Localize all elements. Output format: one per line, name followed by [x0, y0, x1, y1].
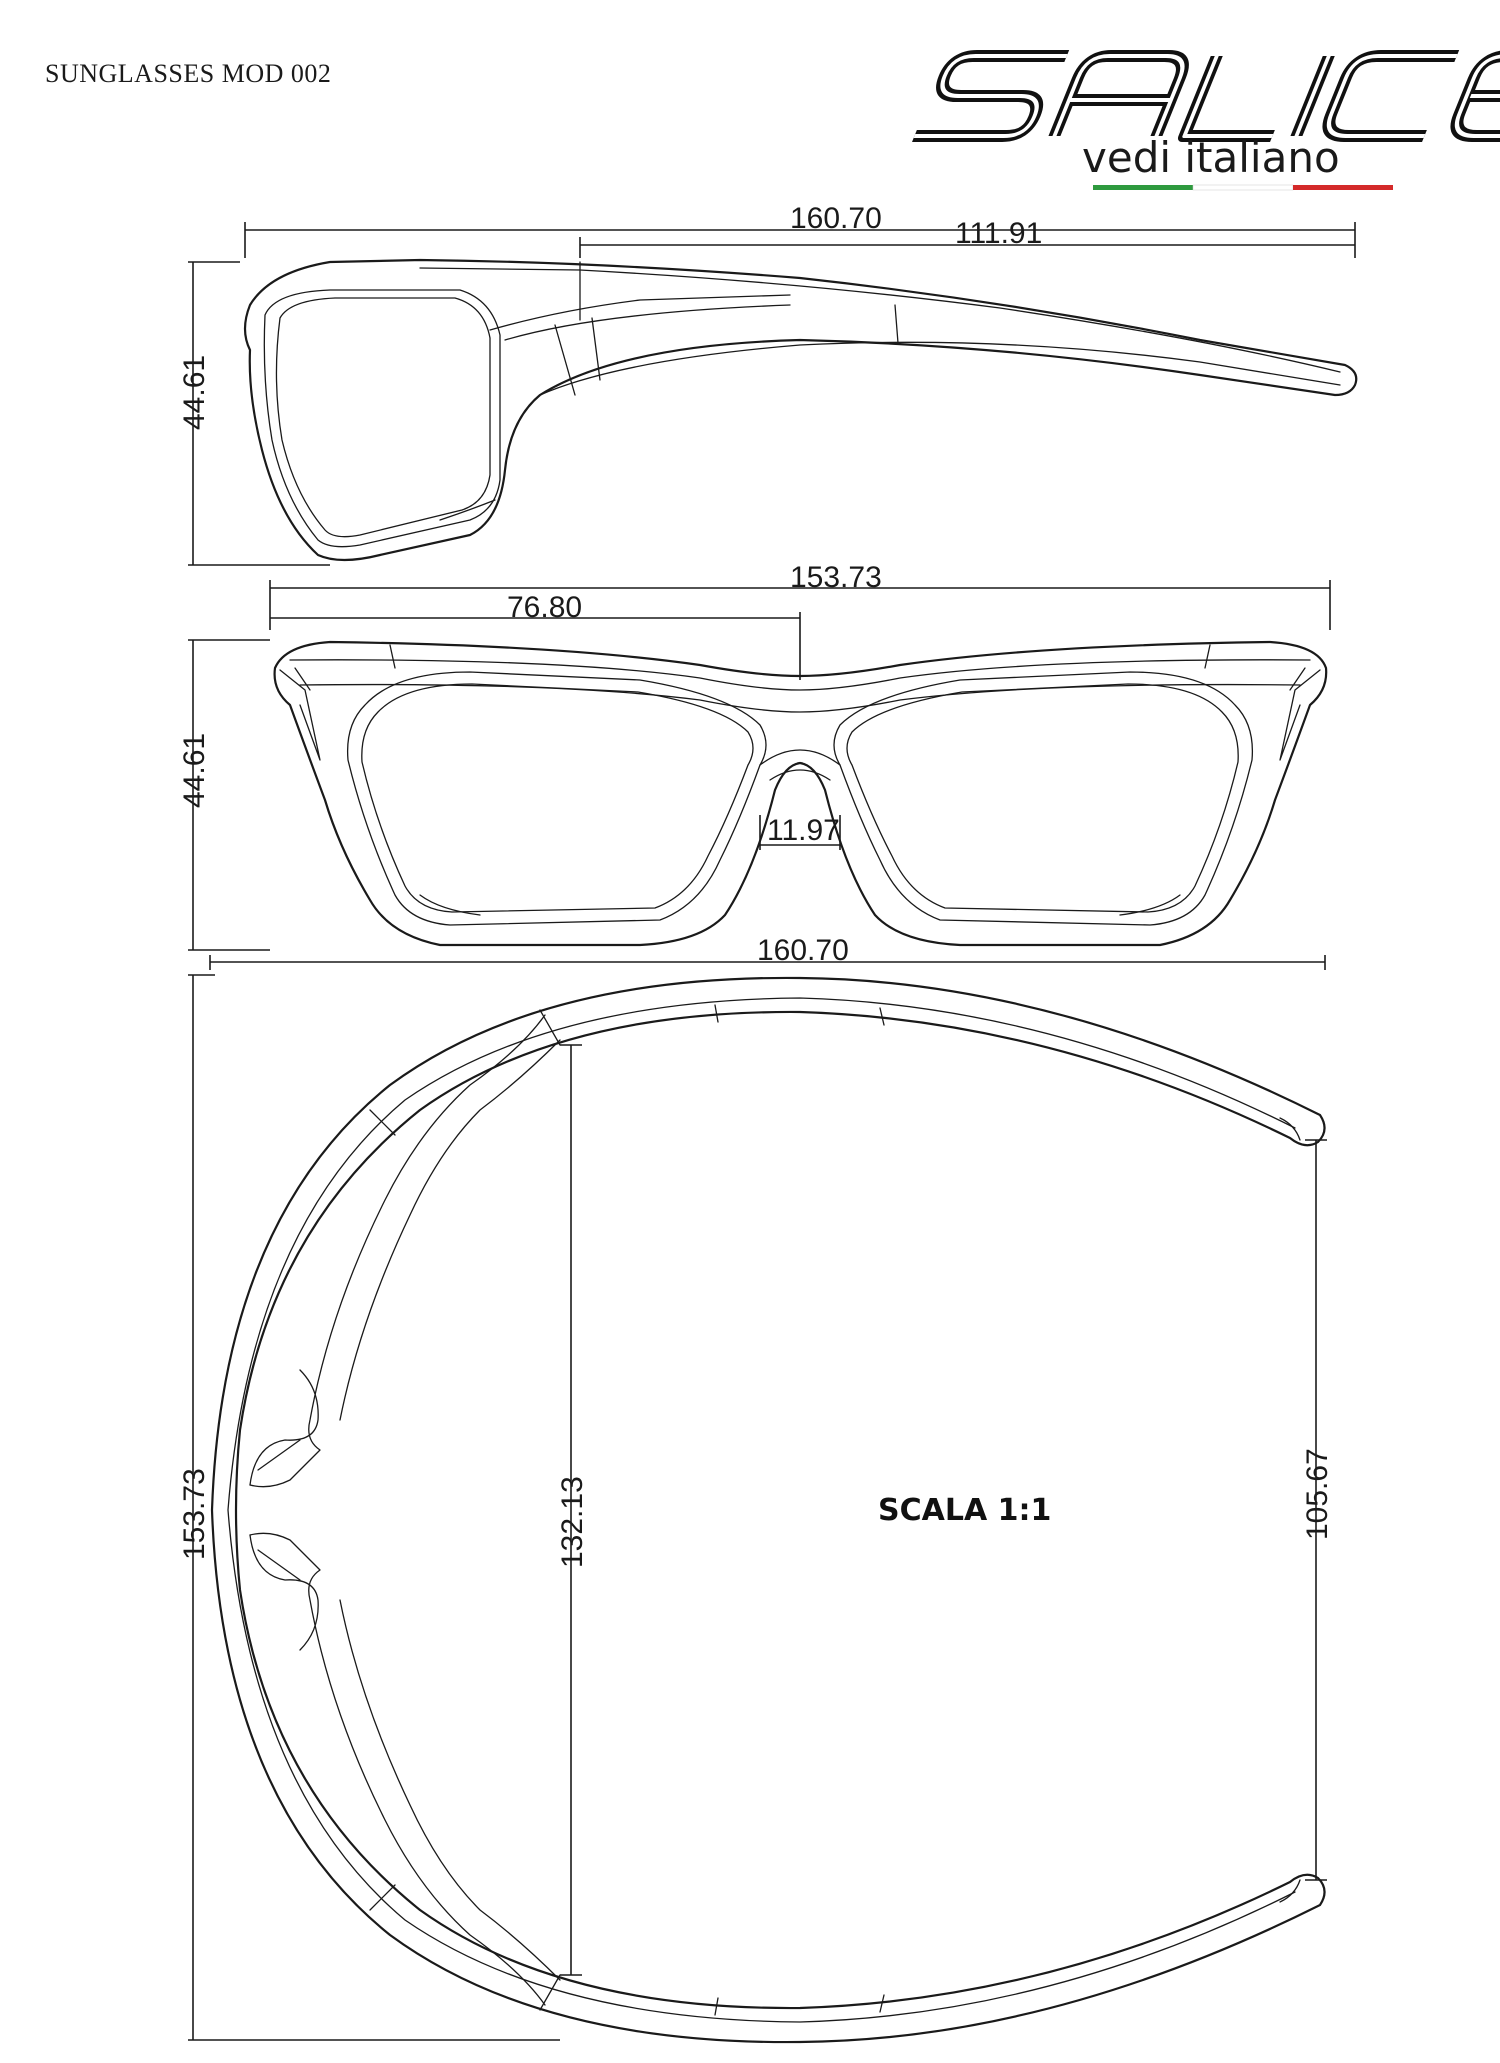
front-bridge-width: 11.97	[767, 814, 840, 847]
top-depth: 153.73	[178, 1468, 211, 1560]
flag-stripe-red	[1293, 185, 1393, 190]
side-view-dimensions	[188, 222, 1356, 566]
right-lens	[833, 671, 1254, 926]
scale-note: SCALA 1:1	[878, 1493, 1051, 1528]
flag-stripe-white	[1192, 184, 1294, 191]
top-view: 153.73 132.13 105.67 SCALA 1:1	[178, 974, 1334, 2044]
front-frame-outline	[273, 640, 1328, 947]
flag-stripe-green	[1093, 185, 1193, 190]
top-temple-span: 105.67	[1301, 1448, 1334, 1540]
side-height: 44.61	[178, 355, 211, 430]
front-view-dimensions	[188, 580, 1331, 970]
side-overall-length: 160.70	[790, 202, 882, 235]
side-frame-outline	[243, 258, 1358, 562]
front-view: 153.73 76.80 44.61 11.97 160.70	[178, 561, 1331, 970]
left-lens	[346, 671, 767, 926]
top-view-dimensions	[188, 974, 1327, 2041]
side-temple-length: 111.91	[955, 217, 1042, 250]
salice-logo	[912, 50, 1500, 142]
top-inner-span: 132.13	[556, 1476, 589, 1568]
front-overall-width: 153.73	[790, 561, 882, 594]
brand-tagline: vedi italiano	[1082, 133, 1340, 182]
italian-flag-stripe	[1093, 184, 1393, 191]
side-view: 160.70 111.91 44.61	[178, 202, 1358, 566]
front-half-width: 76.80	[507, 591, 582, 624]
front-bottom-width: 160.70	[757, 934, 849, 967]
front-height: 44.61	[178, 733, 211, 808]
top-frame-outline	[210, 976, 1326, 2044]
drawing-title: SUNGLASSES MOD 002	[45, 59, 331, 88]
